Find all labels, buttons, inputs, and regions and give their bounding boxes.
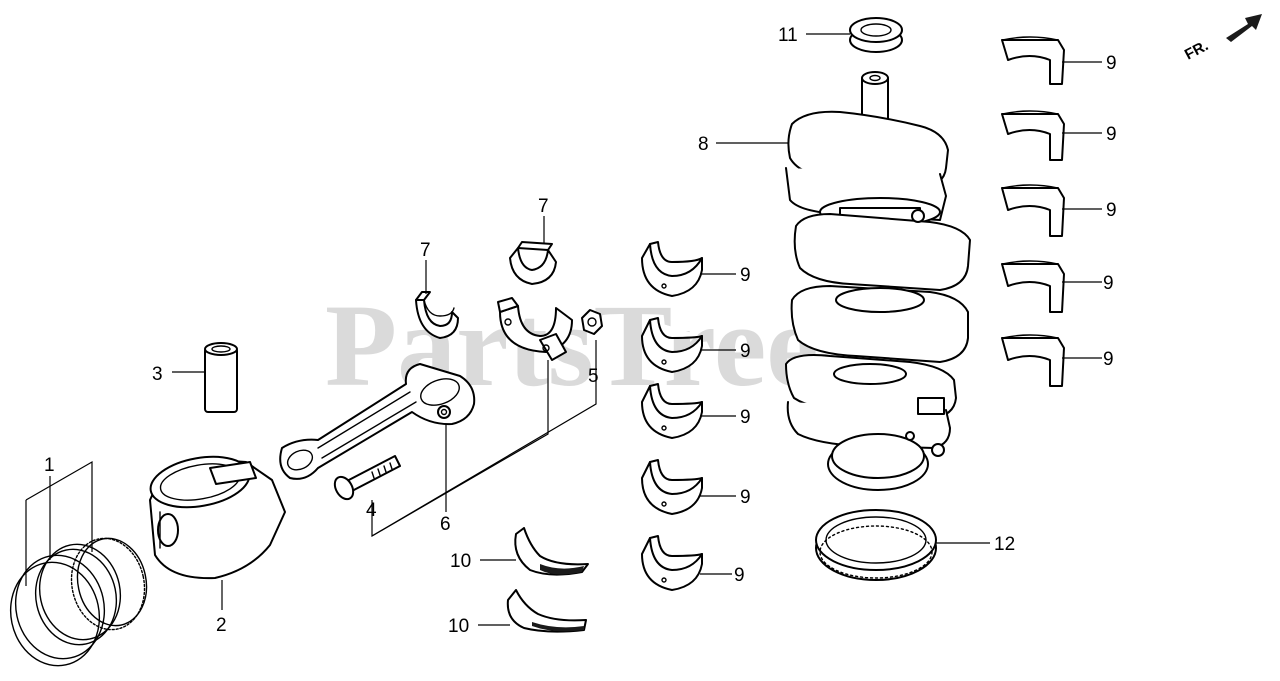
callout-front-oil-seal: 11 — [778, 25, 798, 46]
callout-rear-oil-seal: 12 — [994, 534, 1015, 555]
main-bearing-shell[interactable] — [1001, 36, 1065, 85]
main-bearing-shell[interactable] — [641, 459, 703, 515]
callout-rod-bolt: 4 — [366, 500, 377, 521]
callout-thrust-washer-lower: 10 — [448, 616, 469, 637]
connecting-rod-bolt[interactable] — [331, 455, 401, 502]
main-bearing-shell[interactable] — [641, 317, 703, 373]
main-bearing-column-right — [1001, 36, 1065, 387]
callout-main-bearing: 9 — [740, 487, 751, 508]
callout-main-bearing: 9 — [740, 407, 751, 428]
callout-ring-set: 1 — [44, 455, 55, 476]
callout-thrust-washer-upper: 10 — [450, 551, 471, 572]
connecting-rod[interactable] — [279, 363, 476, 480]
callout-main-bearing: 9 — [1106, 200, 1117, 221]
callout-main-bearing: 9 — [740, 341, 751, 362]
front-arrow-icon — [1226, 14, 1262, 42]
piston[interactable] — [147, 450, 286, 580]
callout-main-bearing: 9 — [734, 565, 745, 586]
crankshaft[interactable] — [785, 71, 971, 491]
thrust-washer-upper[interactable] — [514, 527, 589, 576]
callout-main-bearing: 9 — [740, 265, 751, 286]
callout-connecting-rod: 6 — [440, 514, 451, 535]
callout-labels: 1 2 3 4 5 6 7 7 8 9 9 9 9 9 9 9 9 9 9 10… — [44, 25, 1117, 637]
piston-pin[interactable] — [204, 342, 238, 413]
connecting-rod-nut[interactable] — [581, 309, 603, 335]
callout-main-bearing: 9 — [1106, 124, 1117, 145]
callout-piston: 2 — [216, 615, 227, 636]
rear-oil-seal[interactable] — [815, 509, 937, 581]
main-bearing-shell[interactable] — [1001, 184, 1065, 237]
callout-rod-nut: 5 — [588, 366, 599, 387]
main-bearing-shell[interactable] — [641, 241, 703, 297]
callout-main-bearing: 9 — [1106, 53, 1117, 74]
callout-piston-pin: 3 — [152, 364, 163, 385]
callout-rod-bearing-left: 7 — [420, 240, 431, 261]
front-oil-seal[interactable] — [849, 17, 903, 53]
callout-main-bearing: 9 — [1103, 273, 1114, 294]
thrust-washer-lower[interactable] — [506, 589, 587, 633]
main-bearing-shell[interactable] — [641, 535, 703, 591]
main-bearing-shell[interactable] — [1001, 334, 1065, 387]
callout-rod-bearing-top: 7 — [538, 196, 549, 217]
front-direction-label: FR. — [1182, 37, 1211, 63]
piston-ring-set[interactable] — [1, 532, 154, 674]
front-direction-indicator: FR. — [1182, 14, 1262, 64]
main-bearing-shell[interactable] — [641, 383, 703, 439]
main-bearing-column-middle — [641, 241, 703, 591]
main-bearing-shell[interactable] — [1001, 260, 1065, 313]
rod-bearing-shell-top[interactable] — [509, 241, 557, 285]
leader-lines — [25, 33, 1102, 626]
main-bearing-shell[interactable] — [1001, 110, 1065, 161]
connecting-rod-cap[interactable] — [497, 297, 573, 361]
callout-main-bearing: 9 — [1103, 349, 1114, 370]
callout-crankshaft: 8 — [698, 134, 709, 155]
